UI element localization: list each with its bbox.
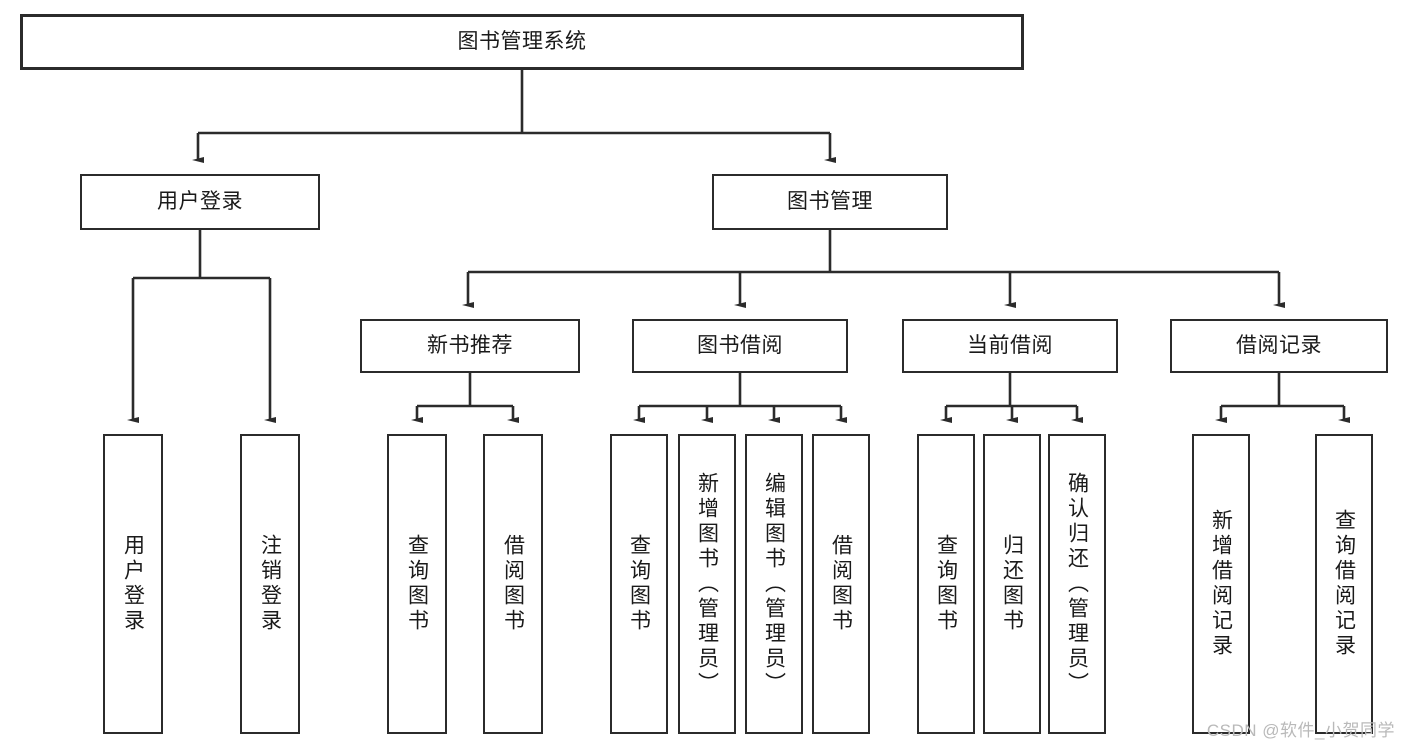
node-leaf-query-book-bb[interactable]: 查询图书 <box>610 434 668 734</box>
node-leaf-return-book-label: 归还图书 <box>1000 534 1024 634</box>
node-leaf-query-record-label: 查询借阅记录 <box>1332 509 1356 659</box>
node-borrow-record-label: 借阅记录 <box>1236 333 1322 357</box>
node-leaf-query-book-cb[interactable]: 查询图书 <box>917 434 975 734</box>
node-leaf-query-book-bb-label: 查询图书 <box>627 534 651 634</box>
node-leaf-user-logout-label: 注销登录 <box>258 534 282 634</box>
node-leaf-add-record[interactable]: 新增借阅记录 <box>1192 434 1250 734</box>
node-leaf-query-book-nbr[interactable]: 查询图书 <box>387 434 447 734</box>
node-leaf-user-login-label: 用户登录 <box>121 534 145 634</box>
node-current-borrow-label: 当前借阅 <box>967 333 1053 357</box>
node-leaf-query-book-nbr-label: 查询图书 <box>405 534 429 634</box>
node-leaf-borrow-book-bb[interactable]: 借阅图书 <box>812 434 870 734</box>
node-leaf-edit-book[interactable]: 编辑图书（管理员） <box>745 434 803 734</box>
node-leaf-query-book-cb-label: 查询图书 <box>934 534 958 634</box>
node-root-label: 图书管理系统 <box>457 29 587 53</box>
node-leaf-borrow-book-nbr-label: 借阅图书 <box>501 534 525 634</box>
node-leaf-add-book-label: 新增图书（管理员） <box>695 471 719 697</box>
node-book-borrow[interactable]: 图书借阅 <box>632 319 848 373</box>
node-leaf-return-book[interactable]: 归还图书 <box>983 434 1041 734</box>
node-user-login-label: 用户登录 <box>157 189 243 213</box>
node-root[interactable]: 图书管理系统 <box>20 14 1024 70</box>
node-book-management[interactable]: 图书管理 <box>712 174 948 230</box>
node-leaf-confirm-return-label: 确认归还（管理员） <box>1065 471 1089 697</box>
watermark: CSDN @软件_小贺同学 <box>1206 721 1395 740</box>
node-leaf-edit-book-label: 编辑图书（管理员） <box>762 471 786 697</box>
node-leaf-user-login[interactable]: 用户登录 <box>103 434 163 734</box>
node-current-borrow[interactable]: 当前借阅 <box>902 319 1118 373</box>
node-new-book-recommend[interactable]: 新书推荐 <box>360 319 580 373</box>
node-new-book-recommend-label: 新书推荐 <box>427 333 513 357</box>
node-leaf-borrow-book-nbr[interactable]: 借阅图书 <box>483 434 543 734</box>
node-leaf-add-book[interactable]: 新增图书（管理员） <box>678 434 736 734</box>
node-leaf-add-record-label: 新增借阅记录 <box>1209 509 1233 659</box>
node-book-borrow-label: 图书借阅 <box>697 333 783 357</box>
node-borrow-record[interactable]: 借阅记录 <box>1170 319 1388 373</box>
node-user-login[interactable]: 用户登录 <box>80 174 320 230</box>
node-leaf-confirm-return[interactable]: 确认归还（管理员） <box>1048 434 1106 734</box>
node-book-management-label: 图书管理 <box>787 189 873 213</box>
node-leaf-user-logout[interactable]: 注销登录 <box>240 434 300 734</box>
node-leaf-query-record[interactable]: 查询借阅记录 <box>1315 434 1373 734</box>
node-leaf-borrow-book-bb-label: 借阅图书 <box>829 534 853 634</box>
